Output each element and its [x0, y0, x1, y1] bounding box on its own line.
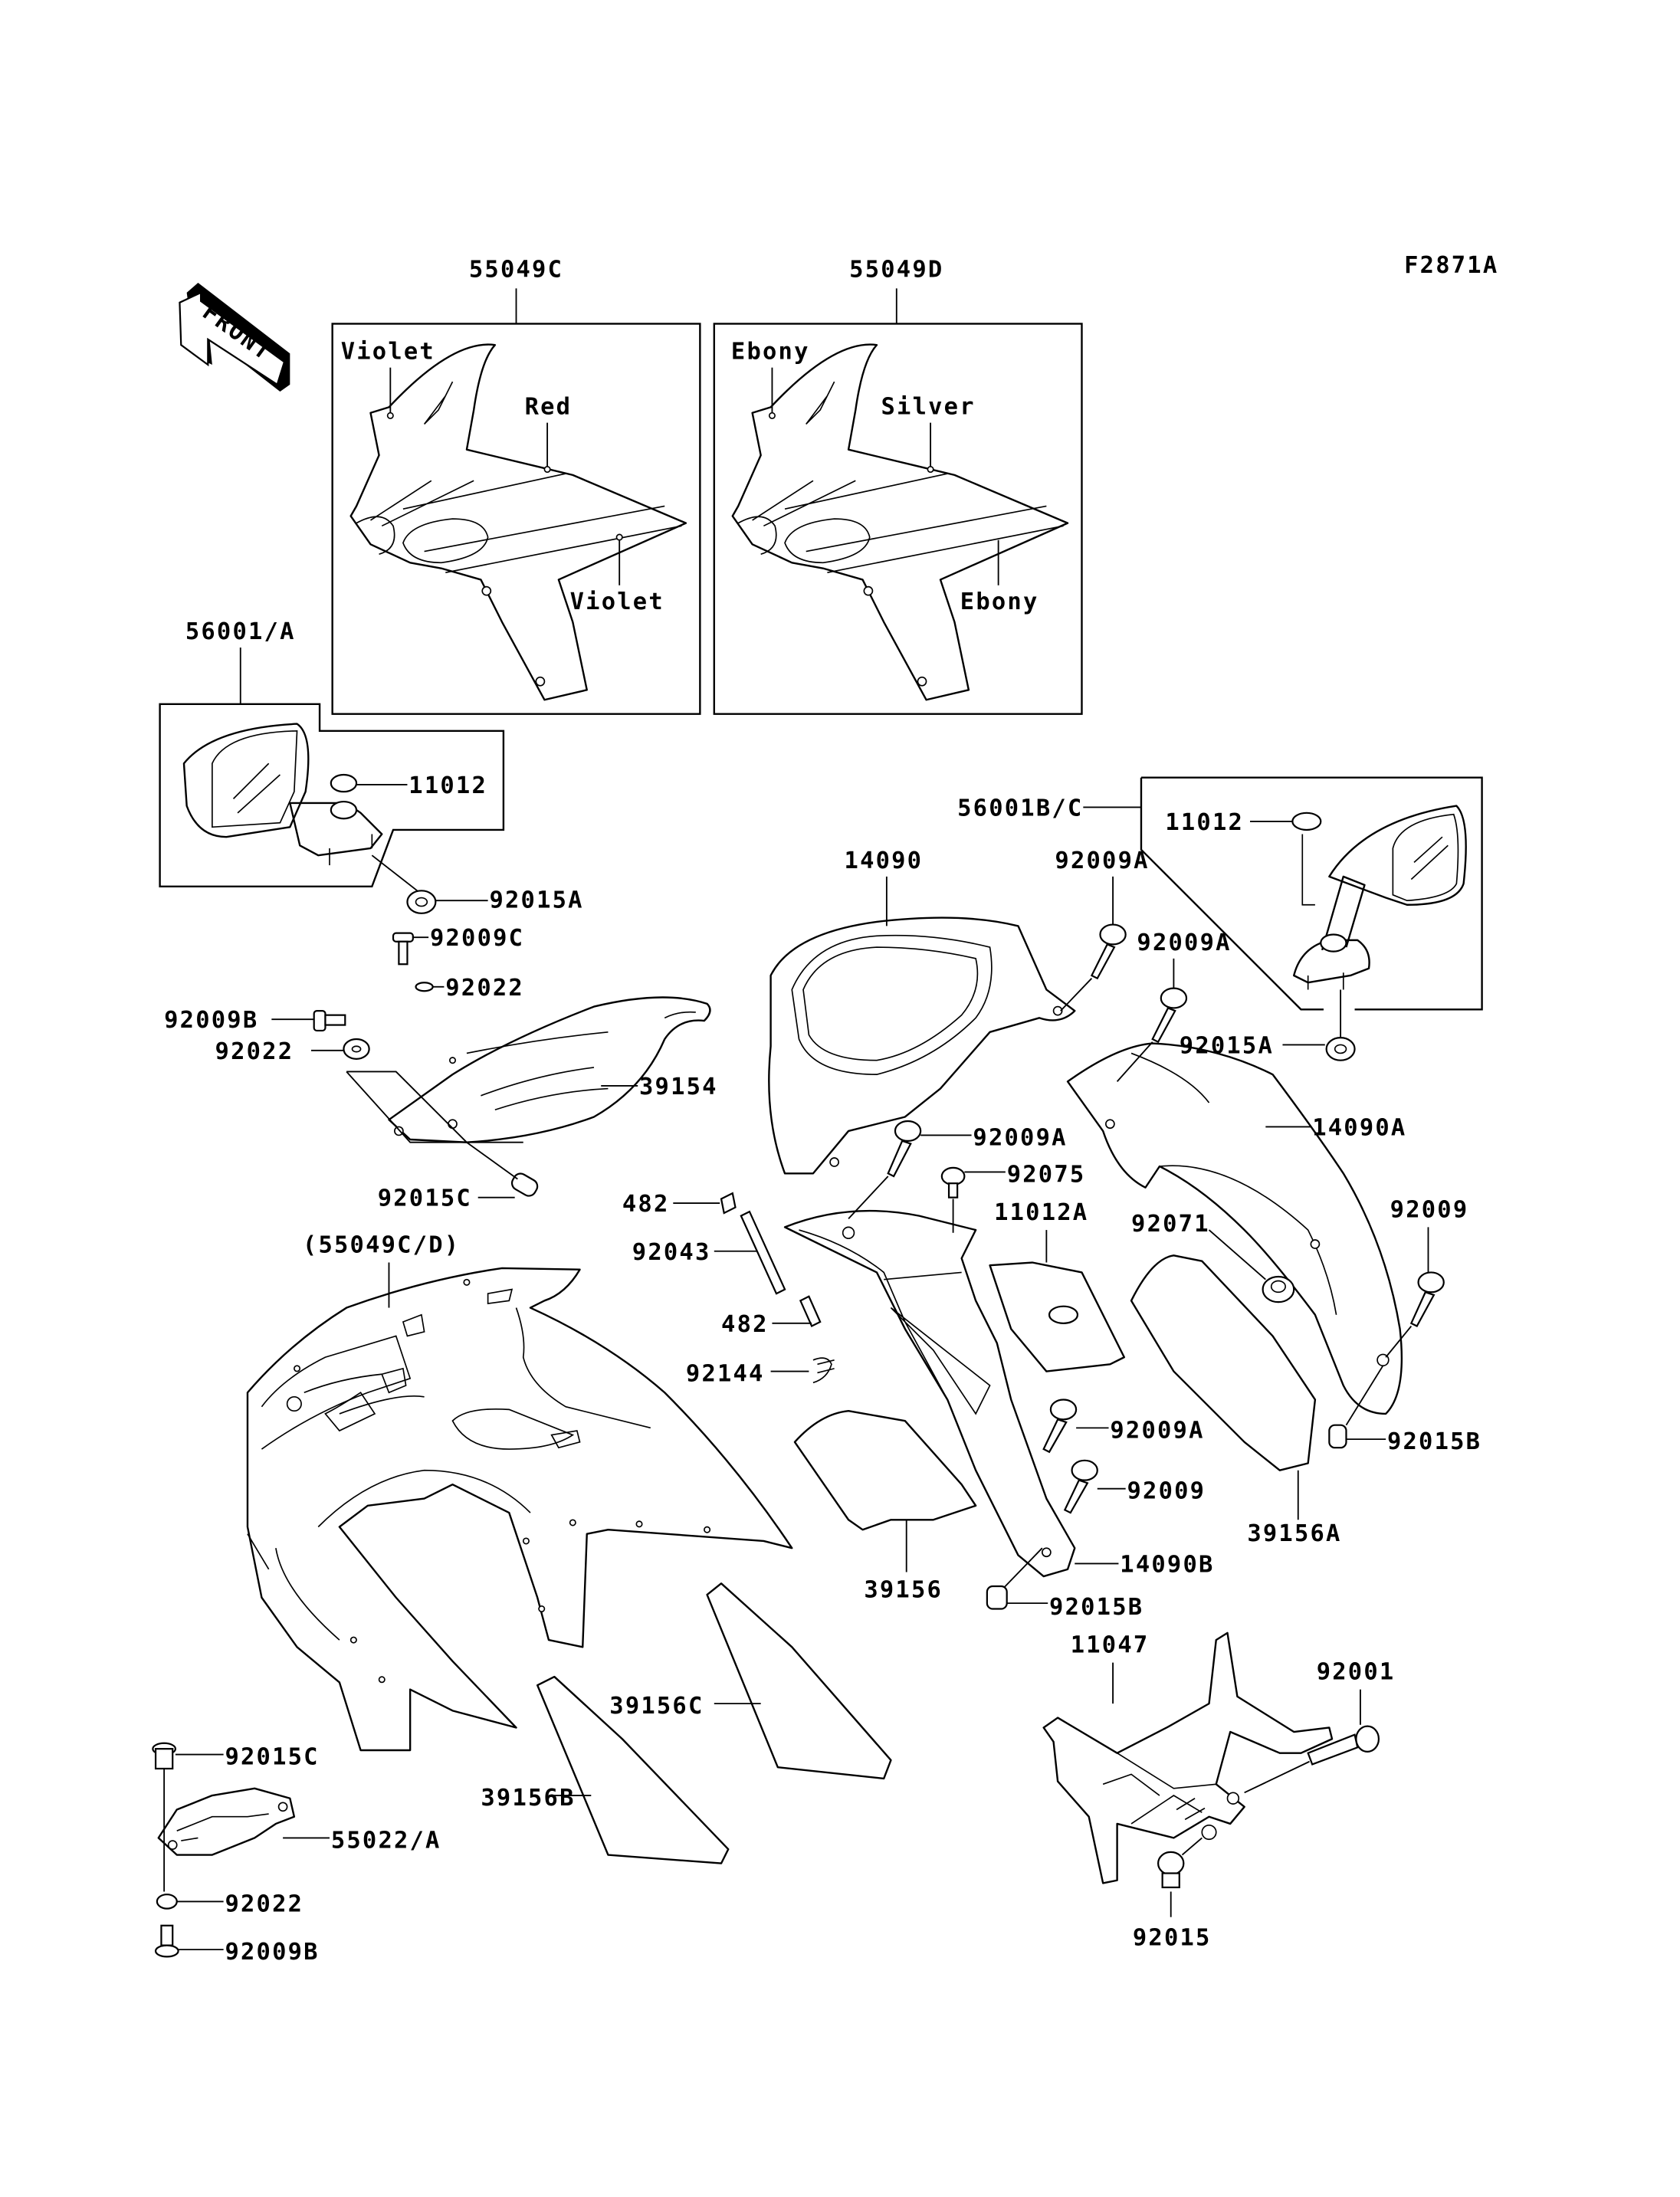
bolt-92009a-3: [887, 1120, 922, 1178]
part-label-92144[interactable]: 92144: [686, 1360, 765, 1387]
part-label-11012-left[interactable]: 11012: [409, 772, 487, 799]
right-mirror-assembly: [1291, 805, 1467, 990]
inset-55049d: 55049D Ebony Silver Ebony: [713, 257, 1083, 715]
nut-92015b-center: [986, 1585, 1008, 1610]
part-label-55022-a[interactable]: 55022/A: [331, 1827, 441, 1854]
part-label-92015c-upper[interactable]: 92015C: [378, 1185, 472, 1212]
bolt-92009c: [392, 932, 414, 966]
color-label-ebony-1: Ebony: [731, 339, 810, 366]
part-label-14090a[interactable]: 14090A: [1312, 1114, 1406, 1141]
part-label-92009-right[interactable]: 92009: [1390, 1196, 1469, 1223]
part-label-92071[interactable]: 92071: [1131, 1211, 1210, 1238]
color-label-ebony-2: Ebony: [960, 589, 1039, 615]
nut-92015c-upper: [510, 1172, 539, 1197]
left-mirror-assembly: [159, 647, 505, 887]
part-label-92009a-2[interactable]: 92009A: [1137, 930, 1231, 956]
panel-39156b: [536, 1675, 730, 1864]
bracket-55022-a: [157, 1787, 296, 1856]
part-label-39156c[interactable]: 39156C: [609, 1693, 704, 1720]
nut-92015a-right: [1325, 1037, 1356, 1061]
panel-39156a: [1130, 1254, 1317, 1471]
grommet-92071: [1262, 1275, 1295, 1303]
meter-cover-14090: [768, 917, 1076, 1175]
inset-55049c: 55049C Violet Red Violet: [331, 257, 701, 715]
nut-92015a-left: [406, 890, 437, 914]
bolt-92009-right: [1409, 1271, 1445, 1327]
panel-39156c: [706, 1582, 892, 1780]
bolt-92001: [1307, 1725, 1380, 1766]
part-label-482-upper[interactable]: 482: [622, 1191, 670, 1218]
part-label-14090[interactable]: 14090: [845, 848, 924, 874]
part-label-92075[interactable]: 92075: [1007, 1161, 1086, 1188]
part-label-14090b[interactable]: 14090B: [1120, 1552, 1214, 1579]
part-label-92015c-lower[interactable]: 92015C: [225, 1743, 319, 1770]
inner-cover-39154: [388, 996, 711, 1143]
part-label-92015a-left[interactable]: 92015A: [489, 887, 583, 913]
washer-92022-middle: [343, 1038, 370, 1060]
knob-92075: [940, 1166, 966, 1199]
part-label-92015b-center[interactable]: 92015B: [1049, 1594, 1144, 1621]
bolt-92009-center: [1063, 1459, 1098, 1514]
color-label-red: Red: [525, 394, 573, 421]
panel-39156: [793, 1410, 977, 1531]
part-label-39156[interactable]: 39156: [864, 1577, 943, 1604]
part-label-39156a[interactable]: 39156A: [1247, 1520, 1341, 1547]
nut-92015: [1157, 1851, 1185, 1889]
part-label-92015[interactable]: 92015: [1133, 1925, 1212, 1952]
part-label-55049d[interactable]: 55049D: [849, 257, 943, 284]
part-label-11047[interactable]: 11047: [1071, 1632, 1150, 1659]
part-label-11012-right[interactable]: 11012: [1165, 809, 1244, 836]
upper-fairing-violet-drawing: [349, 343, 687, 701]
part-label-482-lower[interactable]: 482: [721, 1311, 769, 1338]
bolt-92009a-4: [1042, 1399, 1078, 1454]
part-label-92009b-upper[interactable]: 92009B: [164, 1007, 258, 1034]
part-label-92015b-right[interactable]: 92015B: [1387, 1428, 1481, 1455]
rod-92043: [720, 1192, 822, 1328]
upper-fairing-ebony-drawing: [731, 343, 1069, 701]
part-label-11012a[interactable]: 11012A: [994, 1199, 1088, 1226]
part-label-55049c[interactable]: 55049C: [469, 257, 563, 284]
part-label-92043[interactable]: 92043: [632, 1239, 711, 1266]
nut-92015b-right: [1328, 1424, 1347, 1449]
part-label-92009a-3[interactable]: 92009A: [973, 1124, 1067, 1151]
part-label-92009b-lower[interactable]: 92009B: [225, 1939, 319, 1966]
part-label-92001[interactable]: 92001: [1317, 1659, 1396, 1686]
part-label-39156b[interactable]: 39156B: [481, 1785, 575, 1812]
bolt-92009b-upper: [313, 1010, 346, 1032]
part-label-56001-a[interactable]: 56001/A: [185, 618, 296, 645]
figure-code: F2871A: [1404, 252, 1498, 279]
part-label-92022-middle[interactable]: 92022: [215, 1038, 294, 1065]
washer-92022-upper: [415, 982, 434, 992]
color-label-silver: Silver: [881, 394, 976, 421]
bracket-11047: [1042, 1631, 1334, 1884]
part-label-56001b-c[interactable]: 56001B/C: [957, 795, 1083, 822]
part-label-92009a-1[interactable]: 92009A: [1055, 848, 1149, 874]
part-label-92009c[interactable]: 92009C: [430, 925, 524, 952]
part-label-39154[interactable]: 39154: [639, 1074, 718, 1100]
part-label-92009a-4[interactable]: 92009A: [1110, 1417, 1204, 1444]
bolt-92009a-2: [1151, 987, 1188, 1044]
plate-11012a: [989, 1261, 1126, 1372]
main-fairing-55049c-d: [246, 1267, 793, 1752]
part-label-92009-center[interactable]: 92009: [1127, 1478, 1206, 1505]
color-label-violet-1: Violet: [341, 339, 435, 366]
bolt-92009a-1: [1090, 923, 1127, 980]
part-label-92022-upper[interactable]: 92022: [445, 975, 524, 1002]
side-cover-14090a: [1066, 1042, 1403, 1415]
washer-92022-lower: [156, 1894, 178, 1910]
spring-92144: [812, 1357, 835, 1384]
bolt-92009b-lower: [154, 1924, 179, 1958]
part-label-55049c-d[interactable]: (55049C/D): [303, 1232, 460, 1259]
center-cover-14090b: [783, 1209, 1076, 1578]
color-label-violet-2: Violet: [570, 589, 664, 615]
front-arrow-icon: FRONT: [179, 282, 290, 392]
collar-92015c-lower: [152, 1742, 176, 1770]
part-label-92022-lower[interactable]: 92022: [225, 1890, 304, 1917]
